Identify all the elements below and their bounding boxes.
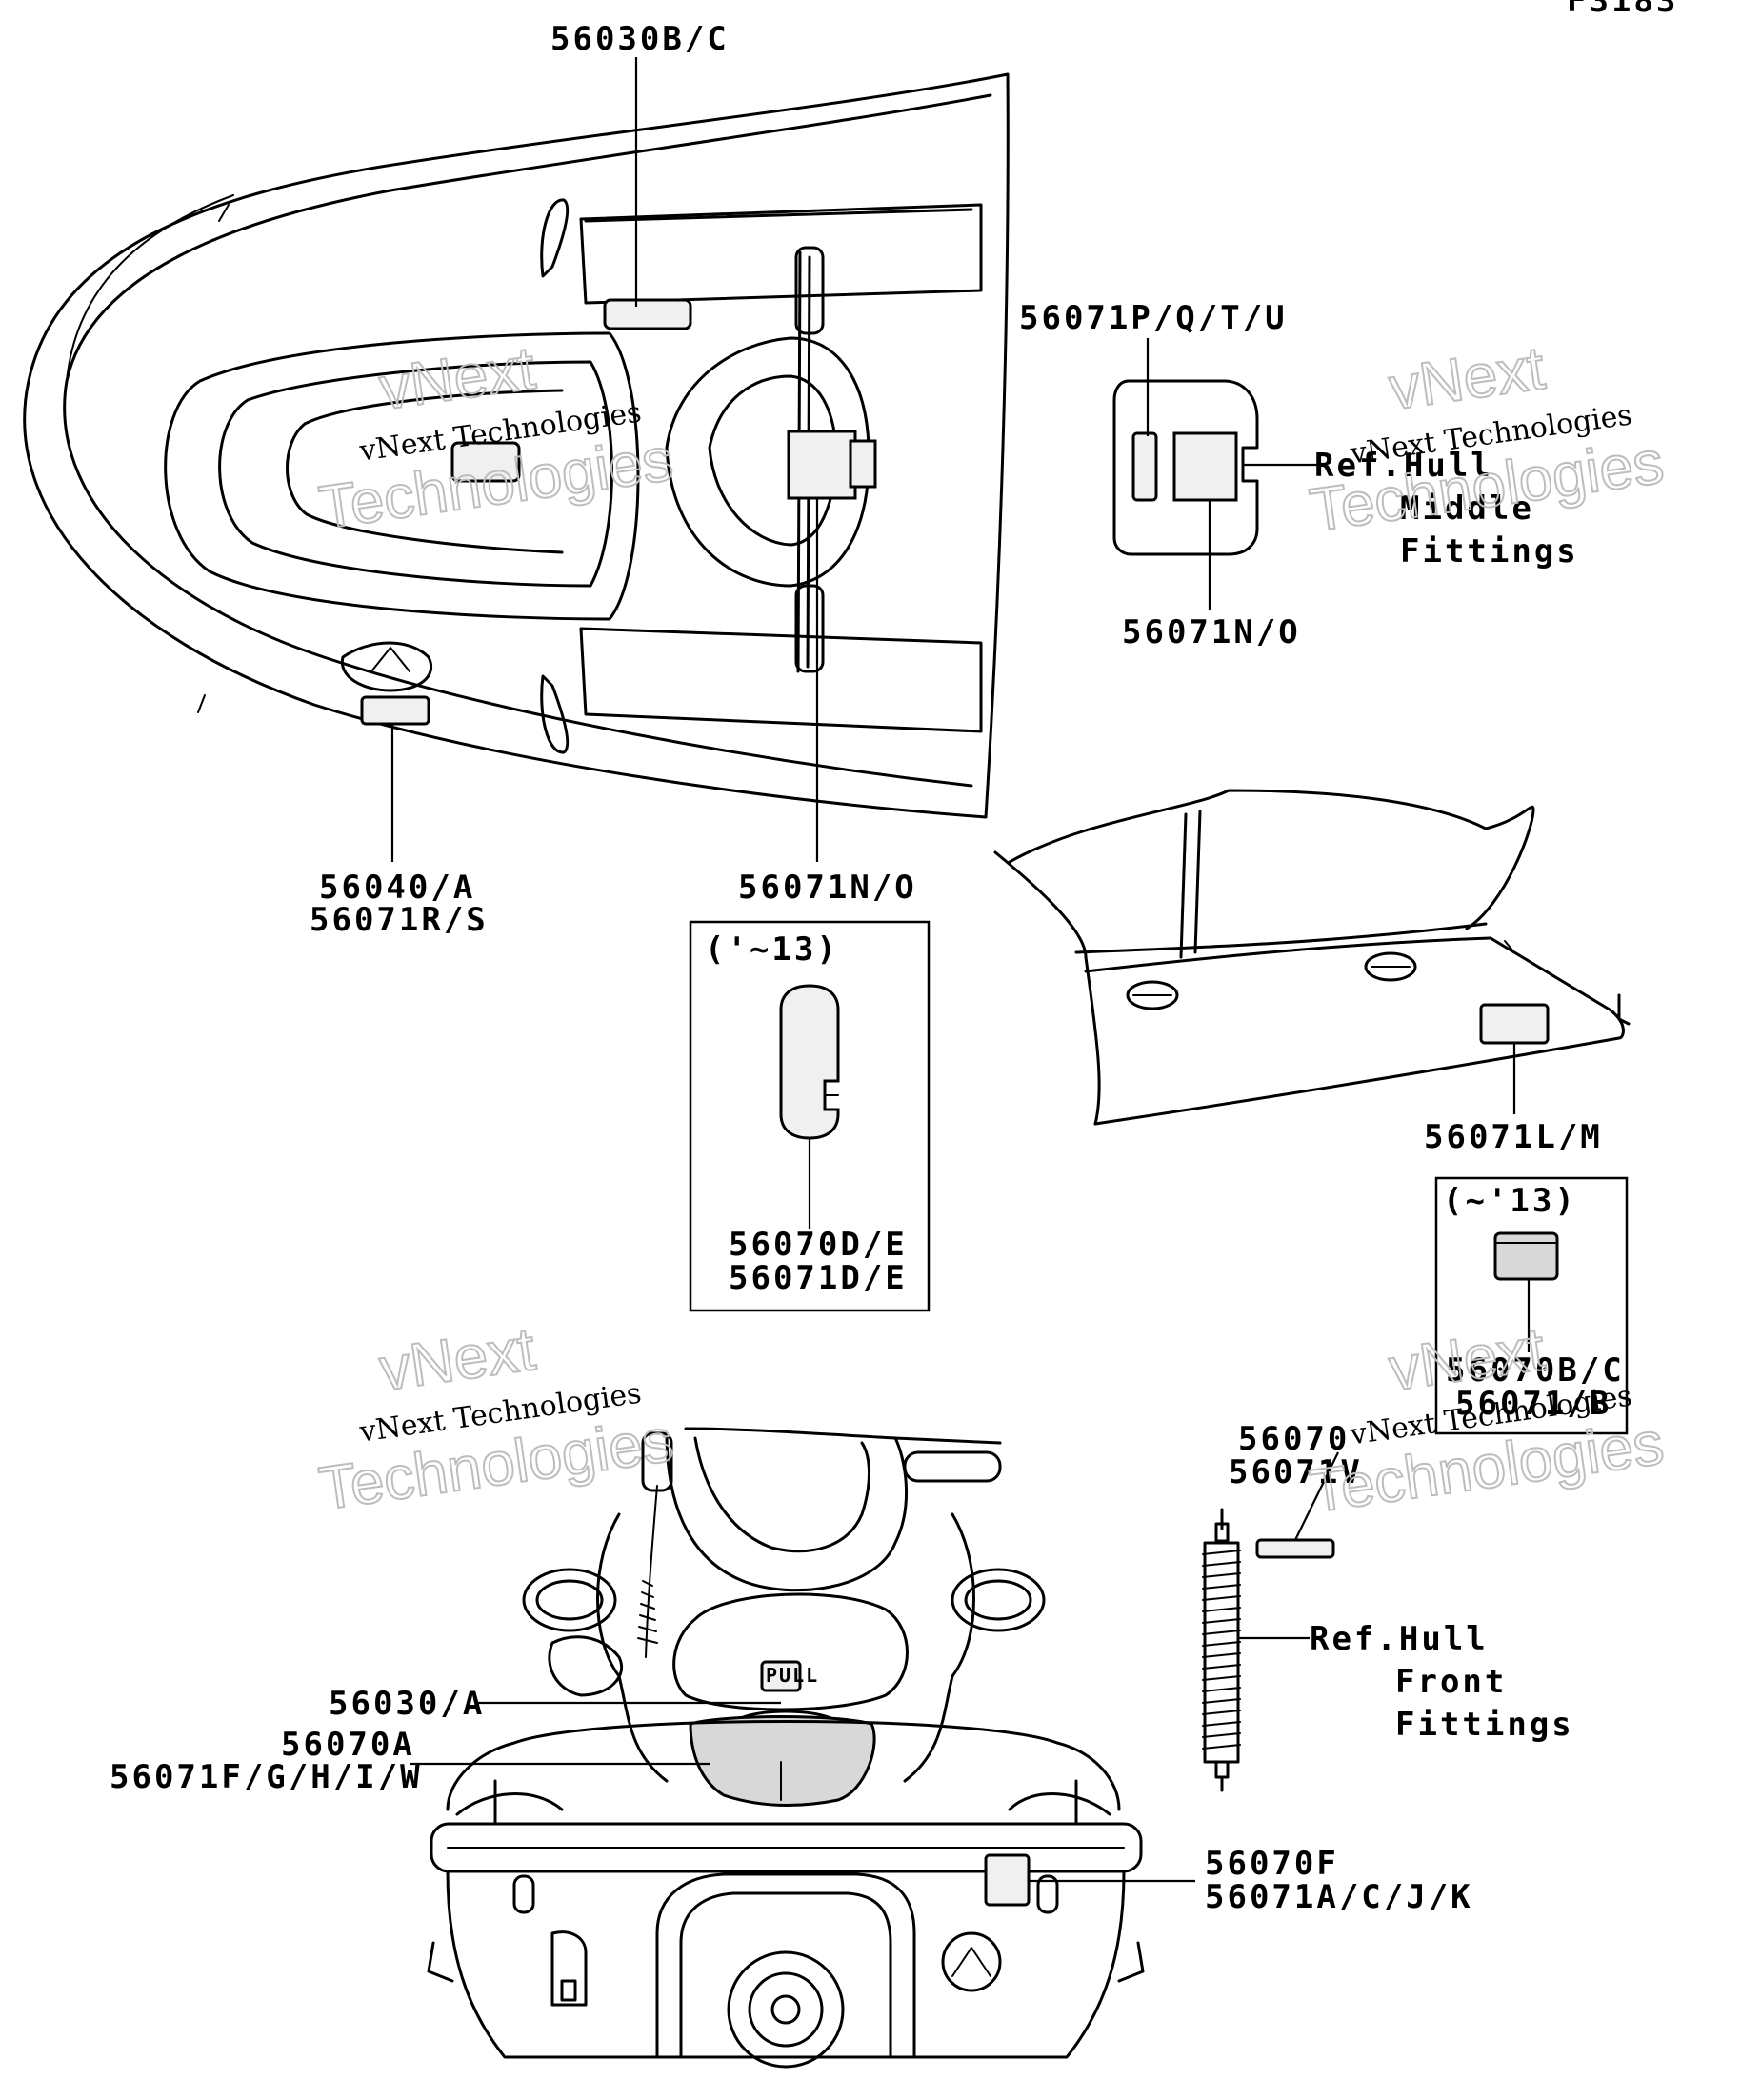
label-56071no-center: 56071N/O (738, 869, 917, 907)
top-view-watercraft (23, 72, 1010, 819)
label-56070de: 56070D/E (729, 1226, 908, 1264)
decal-shaped-part (779, 984, 840, 1140)
figure-code: F3183 (1567, 0, 1678, 20)
svg-text:vNext: vNext (375, 1314, 539, 1404)
decal-small-part (1493, 1231, 1559, 1281)
label-box-left-title: ('~13) (705, 930, 839, 969)
watermark-bottom-left: vNext vNext Technologies Technologies (314, 1313, 678, 1524)
label-56070f: 56070F (1205, 1845, 1339, 1883)
part-labels: 56030B/C 56071P/Q/T/U Ref.Hull Middle Fi… (110, 20, 1625, 1916)
box-early-models (689, 920, 931, 1312)
box-late-models (1434, 1176, 1629, 1435)
label-56071de: 56071D/E (729, 1259, 908, 1297)
decal-pull-text: PULL (766, 1664, 819, 1687)
label-ref-hull-middle-2: Middle (1400, 490, 1534, 528)
label-56030a: 56030/A (329, 1685, 485, 1723)
label-ref-hull-middle-1: Ref.Hull (1314, 447, 1493, 485)
watermark-top-right: vNext vNext Technologies Technologies (1305, 332, 1669, 546)
label-56040a: 56040/A (319, 869, 475, 907)
label-56071pqtu: 56071P/Q/T/U (1019, 299, 1288, 337)
rear-view-watercraft: PULL (427, 1427, 1145, 2069)
label-56071v: 56071V (1229, 1453, 1363, 1491)
leader-lines (390, 57, 1531, 1883)
label-box-right-title: (~'13) (1443, 1182, 1577, 1220)
label-56030bc: 56030B/C (550, 20, 730, 58)
label-ref-hull-middle-3: Fittings (1400, 532, 1579, 570)
label-56071b: 56071/B (1455, 1385, 1611, 1423)
front-fittings (1202, 1508, 1335, 1792)
label-ref-hull-front-1: Ref.Hull (1310, 1620, 1489, 1658)
label-56071lm: 56071L/M (1424, 1118, 1603, 1156)
label-ref-hull-front-2: Front (1395, 1663, 1507, 1701)
seat-side-view (993, 789, 1631, 1126)
label-56070a: 56070A (281, 1726, 415, 1764)
label-56070: 56070 (1238, 1420, 1350, 1458)
label-56071fghiw: 56071F/G/H/I/W (110, 1758, 423, 1796)
label-56071rs: 56071R/S (310, 901, 489, 939)
label-56071acjk: 56071A/C/J/K (1205, 1878, 1473, 1916)
label-56070bc: 56070B/C (1446, 1351, 1625, 1390)
svg-text:vNext: vNext (375, 333, 539, 423)
inset-middle-fittings (1112, 379, 1259, 556)
label-56071no-right: 56071N/O (1122, 613, 1301, 651)
watermark-bottom-right: vNext vNext Technologies Technologies (1305, 1313, 1669, 1527)
svg-text:vNext: vNext (1385, 333, 1549, 423)
label-ref-hull-front-3: Fittings (1395, 1706, 1574, 1744)
